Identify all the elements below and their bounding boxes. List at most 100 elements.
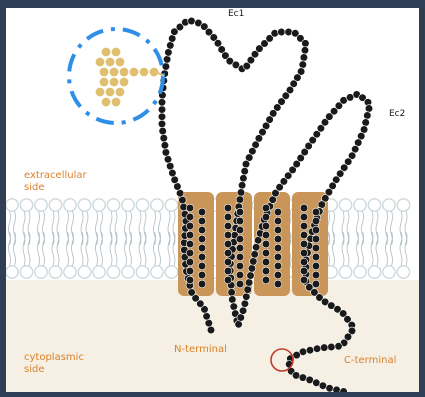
lipid-head: [368, 199, 380, 211]
glycan-sugar: [116, 88, 125, 97]
lipid-head: [49, 199, 61, 211]
amino-acid-residue: [239, 307, 247, 315]
ec1-label: Ec1: [228, 9, 244, 19]
lipid-tail: [400, 232, 402, 266]
amino-acid-residue: [229, 296, 237, 304]
amino-acid-residue: [164, 156, 172, 164]
amino-acid-residue: [362, 119, 370, 127]
lipid-tail: [386, 232, 388, 266]
amino-acid-residue: [365, 105, 373, 113]
lipid-head: [35, 199, 47, 211]
amino-acid-residue: [236, 280, 244, 288]
amino-acid-residue: [186, 213, 194, 221]
lipid-head: [20, 199, 32, 211]
lipid-tail: [168, 232, 170, 266]
amino-acid-residue: [262, 276, 270, 284]
amino-acid-residue: [333, 386, 341, 392]
lipid-tail: [23, 232, 25, 266]
amino-acid-residue: [274, 226, 282, 234]
amino-acid-residue: [198, 253, 206, 261]
amino-acid-residue: [236, 208, 244, 216]
amino-acid-residue: [312, 271, 320, 279]
amino-acid-residue: [285, 28, 293, 36]
amino-acid-residue: [300, 213, 308, 221]
lipid-head: [151, 199, 163, 211]
lipid-head: [165, 199, 177, 211]
amino-acid-residue: [254, 237, 262, 245]
amino-acid-residue: [300, 204, 308, 212]
amino-acid-residue: [230, 303, 238, 311]
amino-acid-residue: [236, 226, 244, 234]
amino-acid-residue: [224, 231, 232, 239]
lipid-head: [165, 266, 177, 278]
amino-acid-residue: [237, 314, 245, 322]
lipid-head: [397, 266, 409, 278]
amino-acid-residue: [245, 279, 253, 287]
amino-acid-residue: [312, 208, 320, 216]
lipid-head: [339, 266, 351, 278]
lipid-head: [107, 266, 119, 278]
lipid-head: [78, 266, 90, 278]
lipid-head: [35, 266, 47, 278]
lipid-tail: [38, 232, 40, 266]
amino-acid-residue: [236, 271, 244, 279]
claudin-topology-diagram: Ec1 Ec2 extracellular side cytoplasmic s…: [6, 8, 419, 392]
amino-acid-residue: [198, 262, 206, 270]
amino-acid-residue: [328, 343, 336, 351]
lipid-head: [354, 266, 366, 278]
glycan-sugar: [110, 68, 119, 77]
amino-acid-residue: [312, 217, 320, 225]
amino-acid-residue: [312, 244, 320, 252]
cytoplasmic-label: cytoplasmic: [24, 352, 84, 363]
lipid-tail: [86, 232, 88, 266]
lipid-head: [136, 266, 148, 278]
glycan-sugar: [96, 58, 105, 67]
amino-acid-residue: [198, 271, 206, 279]
lipid-tail: [57, 232, 59, 266]
lipid-head: [20, 266, 32, 278]
amino-acid-residue: [262, 204, 270, 212]
amino-acid-residue: [243, 293, 251, 301]
lipid-tail: [96, 232, 98, 266]
amino-acid-residue: [262, 249, 270, 257]
lipid-tail: [357, 232, 359, 266]
lipid-head: [78, 199, 90, 211]
amino-acid-residue: [300, 231, 308, 239]
amino-acid-residue: [236, 262, 244, 270]
amino-acid-residue: [158, 113, 166, 121]
amino-acid-residue: [248, 265, 256, 273]
amino-acid-residue: [274, 262, 282, 270]
amino-acid-residue: [198, 244, 206, 252]
lipid-head: [368, 266, 380, 278]
lipid-head: [383, 199, 395, 211]
lipid-tail: [81, 232, 83, 266]
glycan-sugar: [140, 68, 149, 77]
amino-acid-residue: [302, 40, 310, 48]
glycan-sugar: [102, 48, 111, 57]
amino-acid-residue: [224, 267, 232, 275]
lipid-head: [122, 199, 134, 211]
amino-acid-residue: [186, 267, 194, 275]
glycan-tree-icon: [69, 29, 164, 123]
amino-acid-residue: [198, 280, 206, 288]
amino-acid-residue: [320, 344, 328, 352]
amino-acid-residue: [158, 120, 166, 128]
lipid-tail: [115, 232, 117, 266]
amino-acid-residue: [158, 99, 166, 107]
amino-acid-residue: [251, 251, 259, 259]
lipid-tail: [376, 232, 378, 266]
amino-acid-residue: [158, 106, 166, 114]
amino-acid-residue: [300, 267, 308, 275]
lipid-head: [354, 199, 366, 211]
lipid-head: [6, 266, 18, 278]
lipid-tail: [43, 232, 45, 266]
cytoplasmic-region: [6, 280, 419, 392]
amino-acid-residue: [274, 271, 282, 279]
lipid-head: [151, 266, 163, 278]
amino-acid-residue: [159, 127, 167, 135]
lipid-head: [6, 199, 18, 211]
amino-acid-residue: [224, 276, 232, 284]
lipid-tail: [333, 232, 335, 266]
amino-acid-residue: [300, 258, 308, 266]
lipid-head: [397, 199, 409, 211]
